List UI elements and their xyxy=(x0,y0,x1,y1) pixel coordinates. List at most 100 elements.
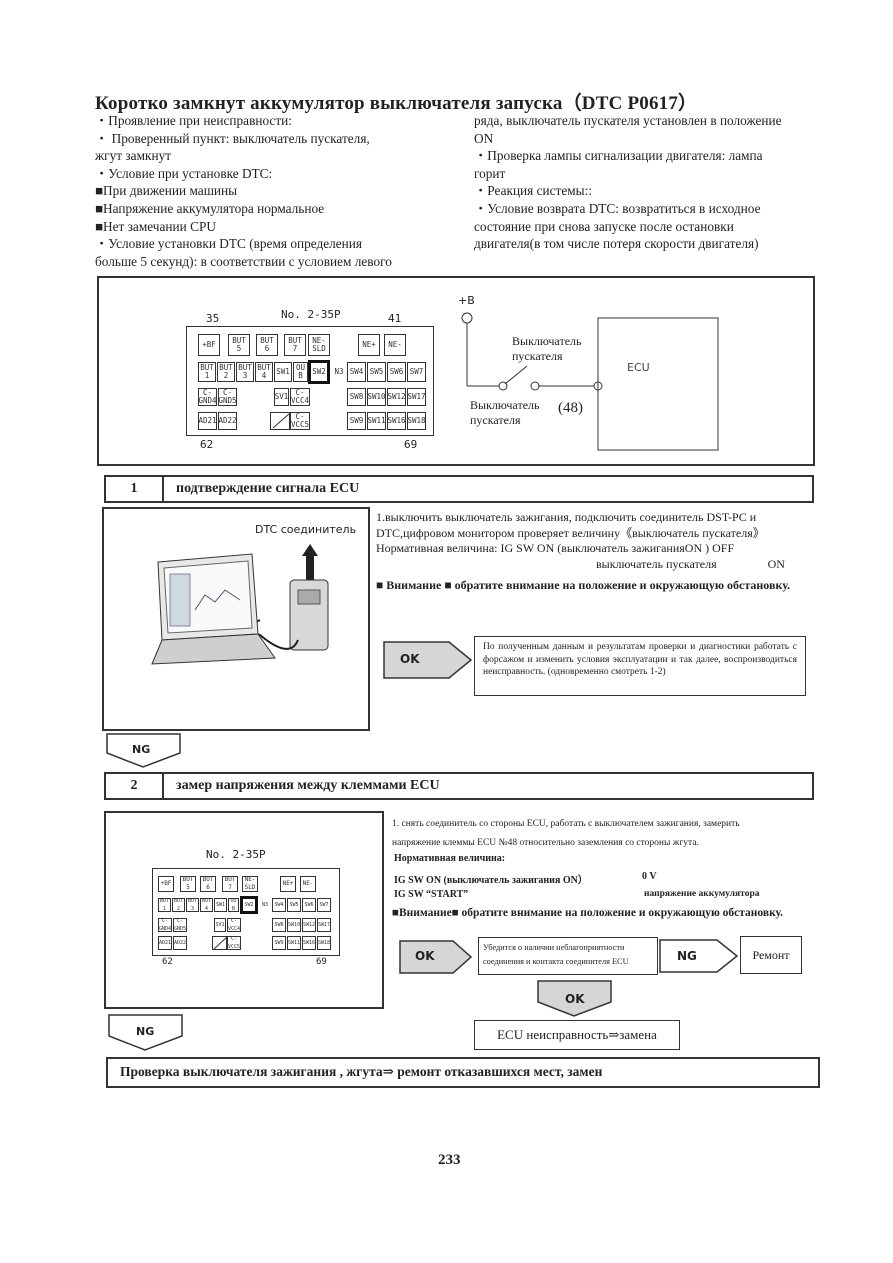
connector-pin: BUT 5 xyxy=(180,876,196,892)
ok-arrow xyxy=(399,940,473,974)
plus-b-label: +B xyxy=(458,294,475,307)
connector-pin: BUT 3 xyxy=(186,898,199,912)
connector-pin: SW10 xyxy=(287,918,301,932)
ok-result-box: По полученным данным и результатам прове… xyxy=(474,636,806,696)
text-line: Нормативная величина: IG SW ON (выключат… xyxy=(376,541,735,555)
connector-pin: SW8 xyxy=(272,918,286,932)
label-line: Выключатель xyxy=(470,398,540,412)
dtc-connector-label: DTC соединитель xyxy=(255,523,357,536)
blank-pin-slash xyxy=(212,936,227,950)
norm-condition: IG SW ON (выключатель зажигания ON） xyxy=(394,875,588,886)
connector-pin: C- GND4 xyxy=(198,388,217,406)
text-line: ■Напряжение аккумулятора нормальное xyxy=(95,200,325,216)
connector-pin: SW7 xyxy=(407,362,426,382)
pin-number: 69 xyxy=(404,438,418,451)
ecu-label: ECU xyxy=(627,361,650,374)
ecu-failure-box: ECU неисправность⇒замена xyxy=(474,1020,680,1050)
page-title: Коротко замкнут аккумулятор выключателя … xyxy=(95,93,698,114)
text-line: горит xyxy=(474,165,506,181)
step-number: 1 xyxy=(106,477,164,501)
text-line: ・Проявление при неисправности: xyxy=(95,113,292,128)
slash-icon xyxy=(213,937,226,950)
step-heading: замер напряжения между клеммами ECU xyxy=(176,778,440,793)
ecu-connector-diagram: 35 No. 2-35P 41 62 69 +BF BUT 5 BUT 6 BU… xyxy=(186,308,434,453)
connector-pin: SW18 xyxy=(317,936,331,950)
connector-pin: C- GND5 xyxy=(173,918,187,932)
ok-label: OK xyxy=(400,652,420,666)
switch-label-bottom: Выключатель пускателя xyxy=(470,398,539,428)
connector-pin: BUT 3 xyxy=(236,362,254,382)
text-line: ・ Проверенный пункт: выключатель пускате… xyxy=(95,130,370,146)
text-line: ・Проверка лампы сигнализации двигателя: … xyxy=(474,148,763,164)
connector-pin: NE- xyxy=(300,876,316,892)
connector-label: No. 2-35P xyxy=(206,848,266,861)
arrow-up-icon xyxy=(302,544,318,580)
starter-switch-circuit xyxy=(461,312,719,451)
connector-pin: SW5 xyxy=(367,362,386,382)
step2-warning: ■Внимание■ обратите внимание на положени… xyxy=(392,907,784,919)
connector-pin: SV1 xyxy=(214,918,226,932)
connector-pin: SW17 xyxy=(407,388,426,406)
pin-number: 62 xyxy=(200,438,214,451)
text-line: ・Условие возврата DTC: возвратиться в ис… xyxy=(474,200,761,216)
text-line: 1. снять соединитель со стороны ECU, раб… xyxy=(392,819,740,829)
connector-pin: BUT 6 xyxy=(256,334,278,356)
connector-pin: SW11 xyxy=(287,936,301,950)
label-line: пускателя xyxy=(470,413,521,427)
ok-label: OK xyxy=(415,949,435,963)
label-line: Выключатель xyxy=(512,334,582,348)
connector-pin: SW1 xyxy=(214,898,227,912)
connector-pin: NE- SLD xyxy=(242,876,258,892)
blank-pin-slash xyxy=(270,412,290,430)
pin-number: 62 xyxy=(162,957,173,967)
pin-number: 41 xyxy=(388,312,402,325)
connector-pin: SW16 xyxy=(302,936,316,950)
switch-icon xyxy=(504,365,528,385)
ng-arrow-right xyxy=(659,939,739,973)
connector-pin: SW4 xyxy=(347,362,366,382)
connector-pin: OU B xyxy=(228,898,239,912)
connector-pin: SW9 xyxy=(347,412,366,430)
text-line: напряжение клеммы ECU №48 относительно з… xyxy=(392,838,699,848)
step-number: 2 xyxy=(106,774,164,798)
step2-image-panel xyxy=(104,811,384,1009)
connector-pin: NE- xyxy=(384,334,406,356)
connector-pin: SW7 xyxy=(317,898,331,912)
connector-housing xyxy=(186,326,434,436)
step2-instructions: 1. снять соединитель со стороны ECU, раб… xyxy=(392,815,826,853)
ok-result-box: Убедится о наличии неблагоприятности сое… xyxy=(478,937,658,975)
ng-label: NG xyxy=(132,743,151,756)
text-line: ■При движении машины xyxy=(95,183,238,199)
connector-pin: SW10 xyxy=(367,388,386,406)
final-action-box: Проверка выключателя зажигания , жгута⇒ … xyxy=(106,1057,820,1088)
connector-pin: SW9 xyxy=(272,936,286,950)
text-line: ряда, выключатель пускателя установлен в… xyxy=(474,113,782,128)
connector-pin: SV1 xyxy=(274,388,289,406)
norm-value: ON xyxy=(767,556,785,571)
norm-value: напряжение аккумулятора xyxy=(644,889,760,899)
connector-pin: C- GND4 xyxy=(158,918,172,932)
connector-pin: BUT 5 xyxy=(228,334,250,356)
connector-pin: C- VCC4 xyxy=(290,388,310,406)
connector-pin: SW8 xyxy=(347,388,366,406)
connector-pin: SW1 xyxy=(274,362,292,382)
step1-warning: ■ Внимание ■ обратите внимание на положе… xyxy=(376,578,791,592)
connector-pin: C- GND5 xyxy=(218,388,237,406)
connector-label: No. 2-35P xyxy=(281,308,341,321)
connector-pin: BUT 1 xyxy=(158,898,171,912)
connector-pin: BUT 2 xyxy=(172,898,185,912)
connector-pin: C- VCC5 xyxy=(290,412,310,430)
connector-pin: NE+ xyxy=(358,334,380,356)
text-line: состояние при снова запуске после остано… xyxy=(474,218,734,234)
text-line: жгут замкнут xyxy=(95,148,172,164)
text-line-indented: выключатель пускателя ON xyxy=(376,557,826,573)
connector-pin: SW6 xyxy=(387,362,406,382)
ecu-connector-diagram-small: No. 2-35P +BF BUT 5 BUT 6 BUT 7 NE- SLD … xyxy=(152,848,342,973)
ng-arrow xyxy=(108,1014,183,1051)
connector-pin: SW5 xyxy=(287,898,301,912)
connector-pin: BUT 4 xyxy=(200,898,213,912)
terminal-icon xyxy=(461,312,473,324)
connector-pin-highlighted: SW2 xyxy=(308,360,330,384)
text-line: DTC,цифровом монитором проверяет величин… xyxy=(376,525,765,540)
connector-pin: AD21 xyxy=(158,936,172,950)
